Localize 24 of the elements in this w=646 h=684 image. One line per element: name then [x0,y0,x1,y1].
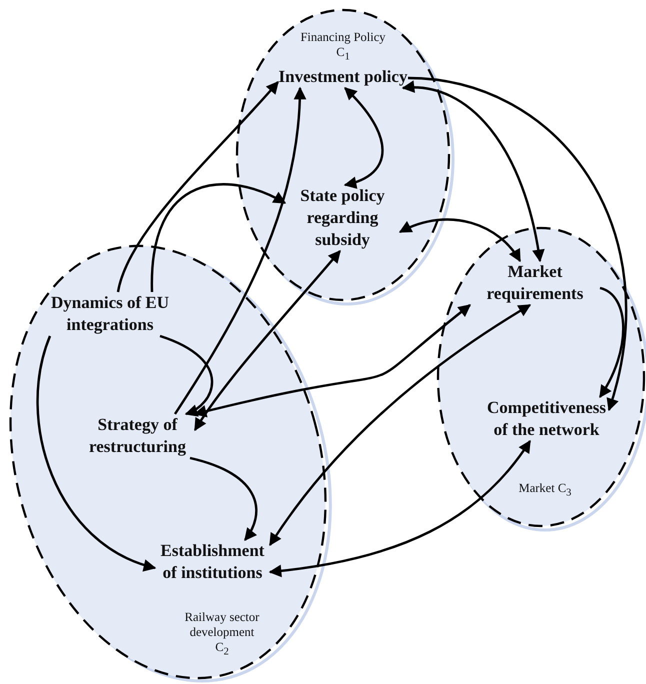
arrow [269,304,532,546]
arrow [344,87,384,188]
group-heading: Railway sector development C$_{2}$ [184,610,260,660]
arrow [598,286,624,398]
factor-label: Strategy of restructuring [80,414,195,458]
factor-label: Investment policy [278,66,408,88]
arrow [402,81,544,262]
factor-label: Establishment of institutions [155,540,270,584]
factor-label: State policy regarding subsidy [285,185,400,251]
arrow [398,218,521,262]
group-heading: Market C$_{3}$ [518,481,572,500]
factor-label: Market requirements [470,261,600,305]
arrow [36,336,156,570]
arrow [408,76,627,412]
factor-label: Dynamics of EU integrations [35,292,185,336]
factor-label: Competitiveness of the network [484,397,609,441]
arrow [268,440,531,577]
arrow [174,86,306,415]
group-heading: Financing Policy C$_{1}$ [299,30,387,64]
arrow [116,81,279,292]
arrow [150,183,286,292]
arrow [160,334,214,416]
arrow [190,456,258,542]
arrow [194,250,341,432]
